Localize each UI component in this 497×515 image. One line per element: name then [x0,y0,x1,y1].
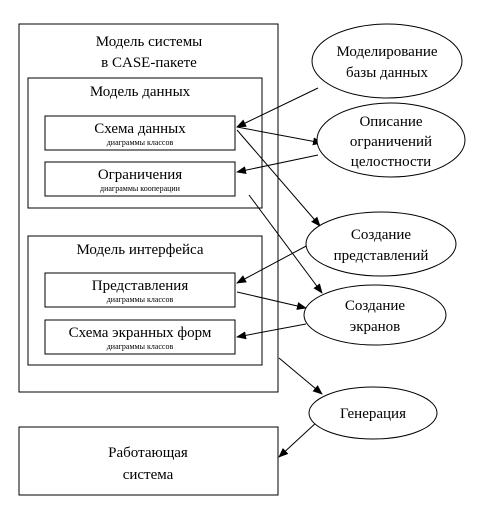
arrow-screens-creation-to-forms [236,323,307,340]
process-screens-creation-line1: Создание [345,298,406,314]
process-views-creation-line2: представлений [334,248,429,264]
arrow-schema-to-constraints-desc [236,126,323,146]
working-system-line2: система [123,467,174,483]
process-constraints-description-line3: целостности [351,154,431,170]
screen-forms-label: Схема экранных форм [69,325,212,341]
process-db-modeling-line1: Моделирование [336,44,437,60]
process-generation [308,386,438,440]
screen-forms-sublabel: диаграммы классов [107,342,174,351]
process-db-modeling [311,23,463,99]
process-views-creation [305,211,457,277]
views-label: Представления [92,278,189,294]
views-sublabel: диаграммы классов [107,295,174,304]
data-schema-sublabel: диаграммы классов [107,138,174,147]
screen-forms-box [44,319,236,355]
data-schema-label: Схема данных [94,121,186,137]
arrow-system-to-generation [278,357,323,395]
arrow-constraints-desc-to-constraints [236,154,319,175]
arrow-schema-to-views-creation [236,129,321,227]
constraints-sublabel: диаграммы кооперации [100,184,181,193]
arrow-db-modeling-to-schema [236,87,319,128]
process-screens-creation-line2: экранов [350,319,401,335]
system-model-title-line2: в CASE-пакете [101,55,197,71]
process-db-modeling-line2: базы данных [346,65,428,81]
working-system-line1: Работающая [108,445,188,461]
interface-model-title: Модель интерфейса [76,242,203,258]
process-constraints-description [316,102,466,178]
data-model-title: Модель данных [90,84,191,100]
views-box [44,272,236,308]
constraints-box [44,161,236,197]
constraints-label: Ограничения [98,167,182,183]
working-system-box [18,426,279,496]
process-views-creation-line1: Создание [351,227,412,243]
data-schema-box [44,115,236,151]
process-constraints-description-line2: ограничений [350,134,432,150]
interface-model-box [27,235,263,366]
process-screens-creation [303,284,447,346]
process-generation-line1: Генерация [340,406,406,422]
arrow-views-creation-to-views [236,243,311,284]
data-model-box [27,77,263,209]
arrow-constraints-to-screens-creation [248,194,323,294]
arrow-views-to-screens-creation [236,291,307,310]
process-constraints-description-line1: Описание [359,114,422,130]
arrow-generation-to-working-system [278,420,319,458]
system-model-title-line1: Модель системы [96,34,203,50]
system-model-box [18,23,279,393]
